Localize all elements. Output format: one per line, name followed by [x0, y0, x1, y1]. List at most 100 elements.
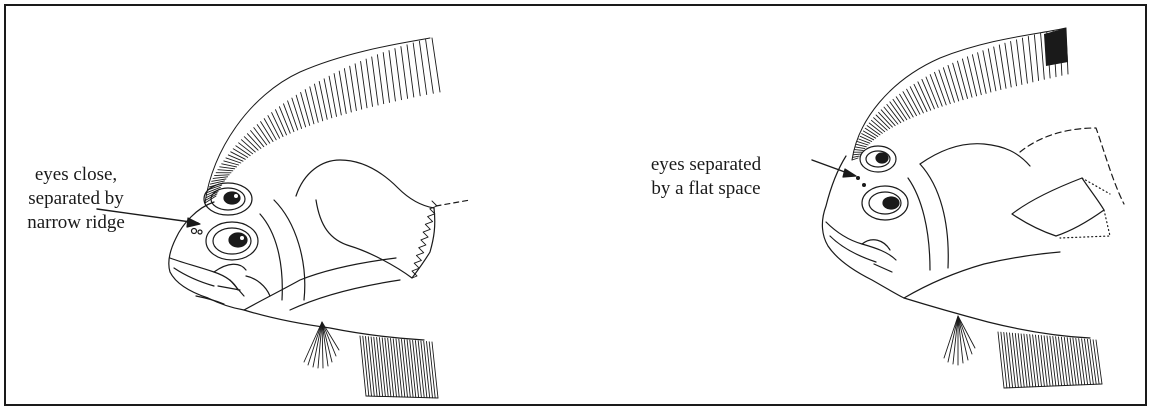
fin-ray — [1033, 335, 1039, 387]
fin-ray — [972, 55, 981, 95]
fin-ray — [402, 340, 408, 398]
left-belly-line — [244, 310, 424, 340]
fin-ray — [1073, 338, 1079, 385]
fin-ray — [1036, 335, 1042, 386]
fin-ray — [368, 337, 374, 397]
fin-ray — [413, 43, 420, 96]
left-callout-arrowhead — [187, 218, 200, 227]
fin-ray — [1010, 333, 1016, 388]
fin-ray — [228, 155, 243, 161]
right-dorsal-dark-tip — [1044, 28, 1068, 66]
fin-ray — [1018, 334, 1024, 388]
fin-ray — [410, 340, 416, 397]
fin-ray — [292, 98, 302, 128]
fin-ray — [1024, 334, 1030, 387]
fin-ray — [374, 337, 380, 396]
fin-ray — [1076, 338, 1082, 384]
fin-ray — [301, 92, 310, 125]
left-lateral-line — [244, 258, 400, 310]
fin-ray — [1059, 337, 1065, 386]
fin-ray — [1085, 339, 1091, 384]
left-callout-label: eyes close, separated by narrow ridge — [6, 163, 146, 235]
fin-ray — [213, 177, 228, 179]
left-nostril — [192, 229, 197, 234]
fin-ray — [1096, 340, 1102, 384]
fin-ray — [1004, 333, 1010, 388]
right-lower-eye — [862, 186, 908, 220]
fin-ray — [432, 342, 438, 398]
fin-ray — [1015, 333, 1021, 387]
fin-ray — [377, 337, 383, 396]
left-nostril-2 — [198, 230, 202, 234]
right-head-outline — [822, 156, 904, 298]
fin-ray — [853, 154, 861, 155]
fin-ray — [1064, 337, 1070, 385]
left-head-outline — [169, 202, 244, 310]
fin-ray — [395, 49, 402, 100]
fin-ray — [1041, 33, 1045, 79]
fin-ray — [999, 45, 1006, 88]
right-lateral-line — [904, 252, 1060, 298]
fin-ray — [856, 144, 866, 147]
fin-ray — [288, 101, 298, 130]
fin-ray — [939, 70, 950, 104]
fin-ray — [862, 134, 874, 140]
fin-ray — [379, 338, 385, 397]
right-belly-line — [904, 298, 1090, 338]
fin-ray — [1028, 37, 1033, 82]
left-jaw-lines — [214, 264, 246, 296]
right-jaw-lines — [862, 240, 892, 272]
left-callout-line-1: eyes close, — [6, 163, 146, 187]
fin-ray — [1056, 337, 1062, 386]
fin-ray — [322, 322, 339, 350]
fin-ray — [231, 152, 246, 160]
fin-ray — [220, 167, 235, 169]
fin-ray — [315, 84, 323, 121]
fin-ray — [391, 339, 397, 397]
fin-ray — [1021, 334, 1027, 387]
fin-ray — [953, 63, 963, 99]
left-anal-fin — [360, 336, 438, 398]
fin-ray — [863, 131, 875, 138]
fin-ray — [1017, 40, 1022, 85]
fin-ray — [372, 57, 378, 105]
fin-ray — [1012, 333, 1018, 387]
fin-ray — [1038, 335, 1044, 386]
right-gill-cover — [908, 164, 948, 270]
fin-ray — [383, 53, 389, 103]
fin-ray — [1041, 336, 1047, 387]
right-fish-drawing — [812, 28, 1124, 388]
fin-ray — [371, 337, 377, 396]
fin-ray — [1050, 336, 1056, 386]
fin-ray — [350, 66, 357, 110]
fin-ray — [407, 340, 413, 397]
fin-ray — [419, 41, 426, 94]
fin-ray — [296, 95, 305, 127]
fin-ray — [1001, 332, 1007, 388]
fin-ray — [1027, 334, 1033, 386]
right-dorsal-fin — [852, 28, 1068, 160]
fin-ray — [854, 150, 863, 151]
right-callout-label: eyes separated by a flat space — [632, 153, 780, 201]
fin-ray — [958, 61, 968, 98]
fin-ray — [401, 47, 408, 99]
fin-ray — [1093, 340, 1099, 384]
fin-ray — [389, 51, 395, 101]
fin-ray — [415, 341, 421, 398]
fin-ray — [377, 55, 383, 104]
fin-ray — [393, 339, 399, 397]
fin-ray — [1034, 35, 1038, 81]
fin-ray — [432, 38, 440, 92]
left-body-dashed — [436, 200, 470, 206]
fin-ray — [429, 342, 435, 398]
right-pelvic-fin — [944, 316, 975, 365]
fin-ray — [413, 340, 419, 397]
fin-ray — [948, 316, 958, 362]
right-body-upper — [920, 144, 1030, 166]
right-anal-fin — [998, 332, 1102, 388]
right-body-dashed — [1020, 128, 1124, 204]
fin-ray — [1030, 335, 1036, 387]
fin-ray — [1061, 337, 1067, 385]
fin-ray — [998, 332, 1004, 388]
